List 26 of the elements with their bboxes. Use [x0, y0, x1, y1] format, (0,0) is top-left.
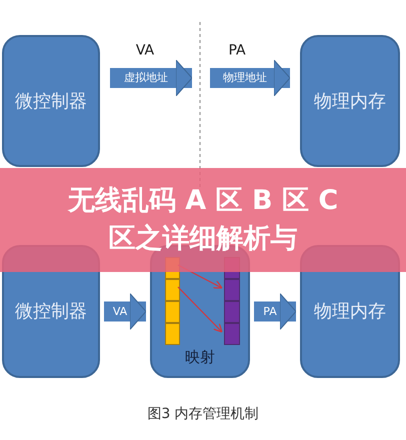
title: 无线乱码 A 区 B 区 C 区之详细解析与 [66, 184, 340, 256]
caption: 图3 内存管理机制 [146, 405, 260, 424]
block-arrow [104, 293, 146, 330]
memory-cell [224, 323, 240, 345]
box-label: 微控制器 [15, 300, 87, 324]
memory-cell [165, 323, 180, 345]
memory-cell [224, 279, 240, 301]
edge-label: PA [263, 303, 277, 320]
edge-label: VA [112, 303, 128, 320]
block-arrow [254, 293, 296, 330]
signal-label: PA [228, 42, 246, 60]
mapping-arrow [178, 286, 223, 333]
box-label: 物理内存 [314, 300, 386, 324]
memory-cell [165, 279, 180, 301]
block-arrow [110, 60, 192, 96]
process-box [2, 35, 100, 167]
mapping-label: 映射 [185, 346, 215, 368]
edge-label: 虚拟地址 [124, 70, 168, 86]
process-box [300, 35, 400, 167]
box-label: 物理内存 [314, 90, 386, 114]
edge-label: 物理地址 [223, 70, 267, 86]
signal-label: VA [136, 42, 154, 60]
box-label: 微控制器 [15, 90, 87, 114]
memory-cell [165, 301, 180, 323]
memory-cell [224, 301, 240, 323]
block-arrow [210, 60, 290, 96]
